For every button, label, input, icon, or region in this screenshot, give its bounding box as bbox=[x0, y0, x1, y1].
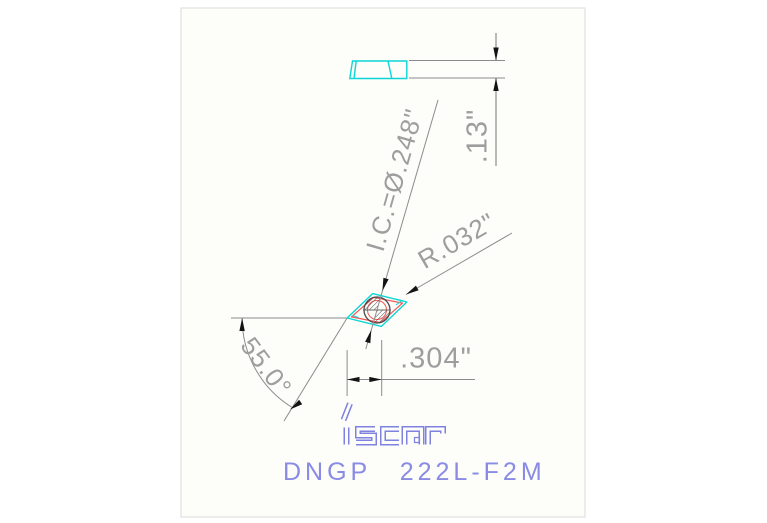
arrow-right-icon bbox=[369, 376, 382, 383]
arrow-icon bbox=[382, 277, 389, 291]
corner-radius-leader bbox=[405, 232, 513, 295]
insert-side-view bbox=[348, 60, 408, 80]
arc-arrow-icon bbox=[239, 318, 245, 331]
arc-arrow-icon bbox=[290, 399, 303, 410]
arrow-icon bbox=[365, 330, 372, 344]
insert-top-view bbox=[346, 292, 408, 328]
thickness-dimension-label: .13" bbox=[461, 108, 494, 164]
length-dimension-lines bbox=[346, 340, 475, 396]
angle-dimension-lines bbox=[231, 317, 348, 422]
arrow-up-icon bbox=[493, 78, 499, 91]
arrow-left-icon bbox=[347, 376, 360, 383]
ic-dimension-lines bbox=[365, 99, 439, 350]
arrow-down-icon bbox=[493, 47, 499, 61]
thickness-dimension-lines bbox=[409, 33, 505, 166]
arrow-icon bbox=[406, 285, 419, 295]
part-number: DNGP 222L-F2M bbox=[283, 458, 546, 486]
iscar-logo bbox=[340, 402, 446, 446]
length-dimension-label: .304" bbox=[400, 342, 472, 375]
